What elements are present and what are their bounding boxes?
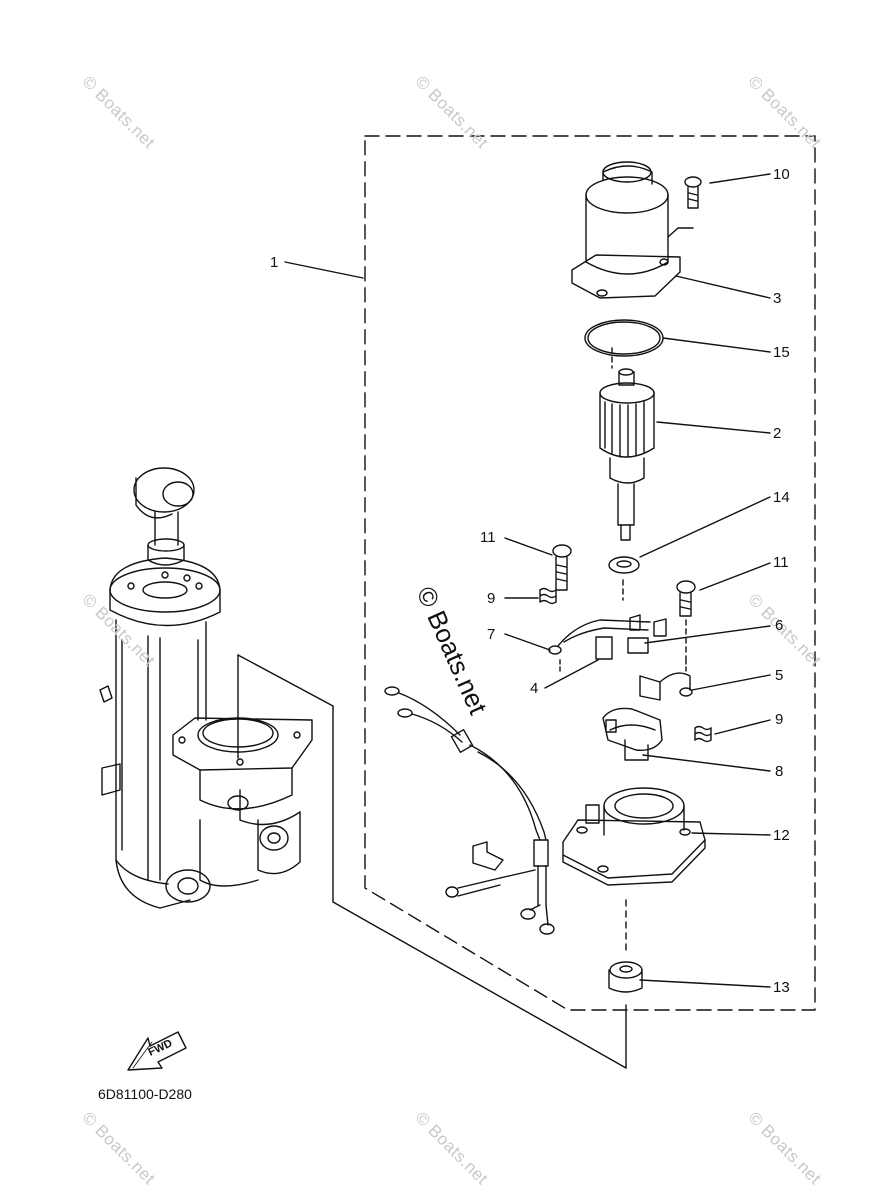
- armature-2: [599, 368, 655, 541]
- washer-14: [608, 556, 640, 574]
- figure-code: 6D81100-D280: [98, 1086, 192, 1102]
- callout-9b: 9: [775, 711, 784, 728]
- leader-2: [656, 421, 771, 434]
- leader-1: [284, 261, 364, 279]
- leader-11b: [699, 562, 771, 591]
- callout-5: 5: [775, 667, 784, 684]
- motor-housing: [571, 161, 694, 299]
- leader-3: [675, 275, 771, 299]
- leader-bottom-a: [237, 654, 334, 707]
- motor-flange: [172, 717, 313, 887]
- screw-10: [684, 176, 702, 209]
- callout-14: 14: [773, 489, 790, 506]
- callout-11b: 11: [773, 554, 789, 571]
- callout-13: 13: [773, 979, 790, 996]
- leader-bottom-c: [332, 901, 627, 1069]
- leader-4: [544, 659, 599, 689]
- spring-9a: [539, 587, 557, 605]
- callout-3: 3: [773, 290, 782, 307]
- callout-10: 10: [773, 166, 790, 183]
- callout-9a: 9: [487, 590, 496, 607]
- leader-11a: [504, 537, 553, 556]
- leader-12: [691, 832, 771, 836]
- callout-4: 4: [530, 680, 539, 697]
- callout-15: 15: [773, 344, 790, 361]
- leader-9b: [714, 719, 771, 735]
- leader-8: [642, 754, 771, 772]
- wire-harness: [384, 686, 555, 935]
- leader-10: [709, 173, 771, 184]
- assembly-boundary: [364, 135, 816, 1011]
- screw-11a: [552, 544, 572, 591]
- brush-assembly: [548, 614, 693, 701]
- callout-1: 1: [270, 254, 279, 271]
- leader-5: [691, 674, 771, 691]
- o-ring-15: [584, 319, 664, 357]
- leader-14: [639, 496, 771, 558]
- callout-6: 6: [775, 617, 784, 634]
- clamp-bolt: [445, 841, 536, 898]
- callout-2: 2: [773, 425, 782, 442]
- leader-6: [644, 625, 771, 644]
- spring-9b: [694, 725, 712, 743]
- screw-11b: [676, 580, 696, 617]
- tilt-cylinder: [99, 467, 221, 909]
- callout-12: 12: [773, 827, 790, 844]
- callout-11a: 11: [480, 529, 496, 546]
- callout-7: 7: [487, 626, 496, 643]
- callout-8: 8: [775, 763, 784, 780]
- fwd-arrow-icon: [127, 1031, 187, 1071]
- leader-7: [504, 633, 551, 651]
- leader-15: [662, 337, 771, 353]
- grommet-13: [608, 961, 643, 993]
- brush-holder-8: [602, 707, 663, 761]
- motor-base-12: [562, 787, 706, 886]
- leader-13: [639, 979, 771, 988]
